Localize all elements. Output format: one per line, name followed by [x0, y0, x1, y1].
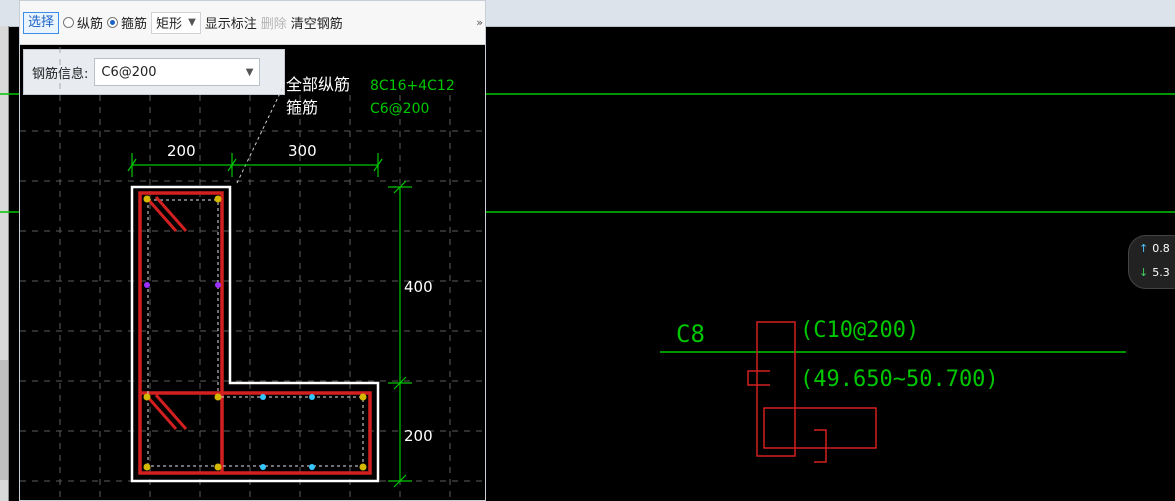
- status-badge[interactable]: [1128, 235, 1175, 289]
- badge-up-value: 0.8: [1152, 242, 1170, 255]
- dim-200-side: 200: [404, 427, 433, 445]
- canvas-hook-right: [814, 429, 827, 463]
- canvas-stirrup-outline: [763, 407, 877, 449]
- chevron-down-icon: ▼: [245, 66, 254, 78]
- dim-200-top: 200: [167, 142, 196, 160]
- annotation-leader: [236, 88, 283, 184]
- clear-rebar-button[interactable]: 清空钢筋: [290, 17, 343, 32]
- stirrup-spec-label: (C10@200): [800, 318, 920, 343]
- select-button[interactable]: 选择: [23, 11, 60, 34]
- shape-select-value: 矩形: [156, 17, 183, 32]
- badge-up-row: ↑0.8: [1139, 242, 1170, 255]
- rebar-info-value: C6@200: [101, 64, 157, 80]
- rebar-points: [143, 195, 367, 471]
- longitudinal-radio[interactable]: 纵筋: [63, 13, 103, 32]
- stirrup-annotation-value: C6@200: [370, 101, 429, 117]
- dim-400-side: 400: [404, 278, 433, 296]
- beam-name-label: C8: [676, 320, 705, 348]
- radio-checked-icon[interactable]: [107, 17, 119, 28]
- cyan-rebar-points: [260, 394, 315, 470]
- canvas-hook-left: [747, 370, 770, 386]
- left-resize-grip[interactable]: [0, 360, 8, 480]
- badge-down-value: 5.3: [1152, 266, 1170, 279]
- rebar-info-row: 钢筋信息: C6@200 ▼: [23, 49, 285, 95]
- canvas-column-outline: [756, 321, 796, 457]
- badge-down-row: ↓5.3: [1139, 266, 1170, 279]
- arrow-down-icon: ↓: [1139, 266, 1149, 279]
- radio-unchecked-icon[interactable]: [63, 17, 75, 28]
- rebar-info-select[interactable]: C6@200 ▼: [94, 58, 261, 86]
- elevation-range-label: (49.650~50.700): [800, 367, 999, 392]
- all-longitudinal-label: 全部纵筋: [286, 75, 350, 94]
- section-outline: [130, 185, 380, 483]
- more-icon[interactable]: »: [476, 16, 483, 29]
- stirrup-outer: [138, 191, 372, 475]
- show-annotation-button[interactable]: 显示标注: [204, 17, 257, 32]
- rebar-toolbar: 选择 纵筋 箍筋 矩形 ▼ 显示标注 删除 清空钢筋 »: [20, 1, 485, 45]
- inner-dashed-outline: [147, 199, 364, 467]
- chevron-down-icon: ▼: [188, 17, 196, 28]
- rebar-editor-panel: 选择 纵筋 箍筋 矩形 ▼ 显示标注 删除 清空钢筋 » 钢筋信息: C6@20…: [19, 0, 486, 501]
- stirrup-annotation-label: 箍筋: [286, 98, 318, 117]
- delete-button[interactable]: 删除: [260, 17, 287, 32]
- shape-select[interactable]: 矩形 ▼: [151, 11, 201, 34]
- arrow-up-icon: ↑: [1139, 242, 1149, 255]
- longitudinal-label: 纵筋: [77, 17, 104, 32]
- all-longitudinal-value: 8C16+4C12: [370, 78, 455, 94]
- stirrup-radio[interactable]: 箍筋: [107, 13, 147, 32]
- left-side-strip: [0, 26, 9, 501]
- hook-mid-left: [144, 394, 188, 430]
- section-drawing[interactable]: 200 300 400 200 全部纵筋 8C16+4C12 箍筋 C6@200: [20, 1, 486, 501]
- hook-top-left: [144, 196, 188, 232]
- dim-300-top: 300: [288, 142, 317, 160]
- stirrup-label: 箍筋: [121, 17, 148, 32]
- side-rebar-points: [144, 282, 221, 288]
